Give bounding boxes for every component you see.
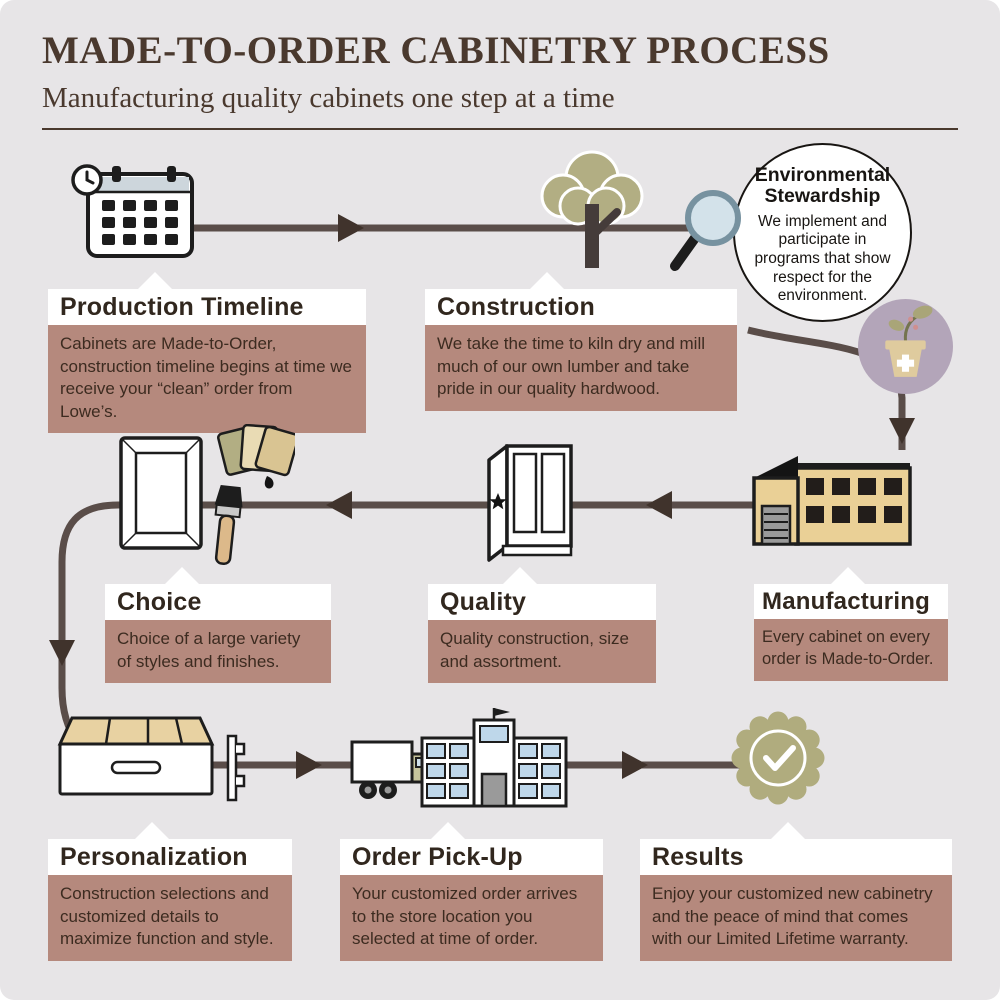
step-description: Quality construction, size and assortmen… xyxy=(428,620,656,684)
notch-up xyxy=(831,567,865,584)
notch-up xyxy=(503,567,537,584)
seedling-pot-icon xyxy=(885,305,933,377)
arrow-right-icon xyxy=(338,214,364,242)
step-title: Construction xyxy=(437,293,595,321)
drawer-icon xyxy=(57,716,246,802)
step-title: Production Timeline xyxy=(60,293,304,321)
step-description: Your customized order arrives to the sto… xyxy=(340,875,603,961)
notch-up xyxy=(771,822,805,839)
ribbon-check-icon xyxy=(731,711,825,805)
page-subtitle: Manufacturing quality cabinets one step … xyxy=(42,82,615,114)
step-quality: Quality Quality construction, size and a… xyxy=(428,567,656,684)
step-description: Enjoy your customized new cabinetry and … xyxy=(640,875,952,961)
notch-up xyxy=(165,567,199,584)
step-title: Environmental Stewardship xyxy=(754,164,891,208)
step-title: Choice xyxy=(117,588,202,616)
factory-icon xyxy=(752,456,912,546)
calendar-clock-icon xyxy=(71,164,194,258)
step-title-band: Construction xyxy=(425,272,737,325)
arrow-left-icon xyxy=(326,491,352,519)
step-title-band: Results xyxy=(640,822,952,875)
step-title: Order Pick-Up xyxy=(352,843,523,871)
step-title-band: Choice xyxy=(105,567,331,620)
seedling-pot-badge xyxy=(858,299,953,394)
step-environmental-stewardship: Environmental Stewardship We implement a… xyxy=(733,143,912,322)
header-divider xyxy=(42,128,958,130)
step-title: Manufacturing xyxy=(762,588,930,615)
paintbrush-icon xyxy=(214,485,243,566)
arrow-left-icon xyxy=(646,491,672,519)
notch-up xyxy=(138,272,172,289)
step-personalization: Personalization Construction selections … xyxy=(48,822,292,961)
step-description: We implement and participate in programs… xyxy=(754,212,891,305)
step-choice: Choice Choice of a large variety of styl… xyxy=(105,567,331,684)
step-results: Results Enjoy your customized new cabine… xyxy=(640,822,952,961)
arrow-right-icon xyxy=(296,751,322,779)
step-description: Choice of a large variety of styles and … xyxy=(105,620,331,684)
step-title: Personalization xyxy=(60,843,248,871)
arrow-down-icon xyxy=(889,418,915,444)
step-description: Every cabinet on every order is Made-to-… xyxy=(754,619,948,681)
step-manufacturing: Manufacturing Every cabinet on every ord… xyxy=(754,567,948,681)
step-description: Construction selections and customized d… xyxy=(48,875,292,961)
notch-up xyxy=(431,822,465,839)
swatches-icon xyxy=(217,424,295,477)
tree-icon xyxy=(540,150,644,268)
paint-drop-icon xyxy=(264,476,274,489)
notch-up xyxy=(135,822,169,839)
notch-up xyxy=(530,272,564,289)
page-title: MADE-TO-ORDER CABINETRY PROCESS xyxy=(42,29,830,72)
drawer-glide-icon xyxy=(226,734,246,802)
arrow-down-icon xyxy=(49,640,75,666)
magnifier-icon xyxy=(670,190,741,271)
cabinet-door-icon xyxy=(119,436,203,550)
step-production-timeline: Production Timeline Cabinets are Made-to… xyxy=(48,272,366,434)
step-title: Results xyxy=(652,843,744,871)
step-title-band: Personalization xyxy=(48,822,292,875)
step-title-band: Order Pick-Up xyxy=(340,822,603,875)
step-title-band: Manufacturing xyxy=(754,567,948,619)
step-description: Cabinets are Made-to-Order, construction… xyxy=(48,325,366,434)
step-title-band: Quality xyxy=(428,567,656,620)
step-title-band: Production Timeline xyxy=(48,272,366,325)
store-icon xyxy=(420,708,568,808)
step-construction: Construction We take the time to kiln dr… xyxy=(425,272,737,411)
step-title: Quality xyxy=(440,588,527,616)
step-order-pickup: Order Pick-Up Your customized order arri… xyxy=(340,822,603,961)
cabinet-star-icon xyxy=(487,444,573,562)
step-description: We take the time to kiln dry and mill mu… xyxy=(425,325,737,411)
cabinet-door-swatches-brush-icon xyxy=(119,424,295,566)
arrow-right-icon xyxy=(622,751,648,779)
flow-arrows xyxy=(49,214,915,779)
